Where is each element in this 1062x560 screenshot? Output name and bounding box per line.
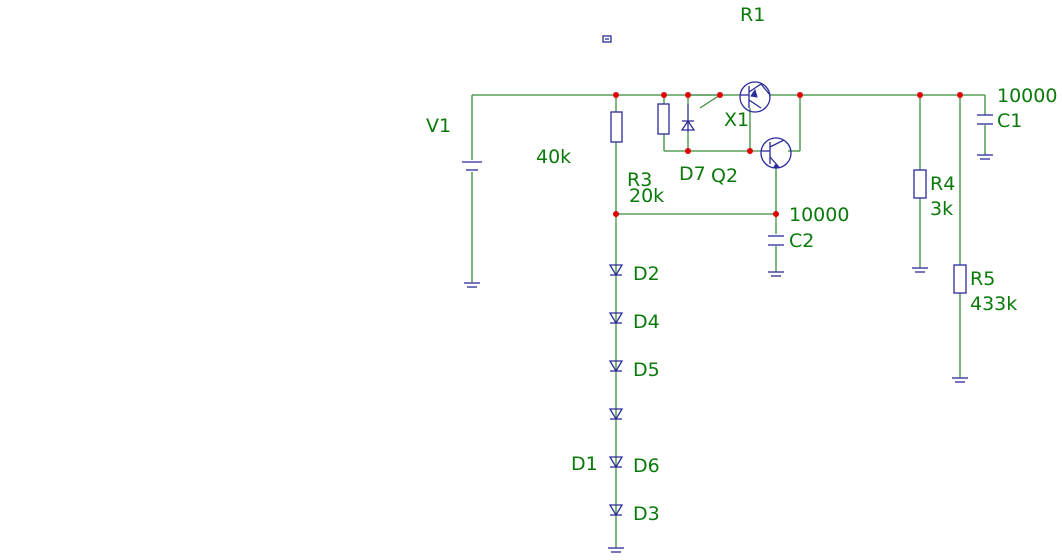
label-d3: D3 (633, 503, 660, 525)
diode-d2-symbol[interactable] (608, 264, 624, 277)
ground-c1 (977, 154, 993, 160)
label-d4: D4 (633, 311, 660, 333)
transistor-q2-symbol[interactable] (760, 137, 792, 169)
label-r3: R3 (627, 169, 652, 191)
label-c2-value: 10000 (789, 204, 849, 226)
ground-symbols (464, 154, 993, 553)
label-v1: V1 (426, 115, 451, 137)
label-d5: D5 (633, 359, 660, 381)
label-d6: D6 (633, 455, 660, 477)
label-r4-value: 3k (930, 198, 953, 220)
diode-d5-symbol[interactable] (608, 360, 624, 373)
diode-d4-symbol[interactable] (608, 312, 624, 325)
label-r5-value: 433k (970, 293, 1017, 315)
label-c1-value: 10000 (997, 85, 1057, 107)
resistor-r4-symbol[interactable] (913, 169, 927, 199)
label-r4: R4 (930, 173, 955, 195)
label-d7: D7 (679, 163, 706, 185)
label-r3-value: 20k (629, 185, 664, 207)
label-r5: R5 (970, 268, 995, 290)
resistor-r5-symbol[interactable] (953, 264, 967, 294)
capacitor-c1-symbol[interactable] (977, 114, 993, 125)
label-d2: D2 (633, 263, 660, 285)
label-d1: D1 (571, 453, 598, 475)
diode-d3-symbol[interactable] (608, 504, 624, 517)
diode-d6-symbol[interactable] (608, 456, 624, 469)
label-q2: Q2 (711, 165, 738, 187)
junction-nodes (613, 92, 963, 217)
ground-c2 (768, 271, 784, 277)
capacitor-c2-symbol[interactable] (768, 235, 784, 246)
ground-r4 (912, 267, 928, 273)
ground-r5 (952, 377, 968, 383)
ground-v1 (464, 282, 480, 288)
diode-unlabeled-symbol[interactable] (608, 408, 624, 421)
label-c2: C2 (789, 230, 814, 252)
transistor-x1-symbol[interactable] (739, 81, 771, 113)
diode-chain (608, 264, 624, 517)
battery-v1-symbol[interactable] (462, 161, 482, 171)
resistor-r3-symbol[interactable] (657, 103, 670, 135)
component-labels: R1 V1 40k R3 20k D7 Q2 X1 10000 C1 10000… (426, 4, 1057, 525)
resistor-r1-symbol[interactable] (610, 111, 623, 143)
label-r1-value: 40k (536, 146, 571, 168)
diode-d7-symbol[interactable] (680, 104, 696, 132)
label-r1: R1 (740, 4, 765, 26)
label-x1: X1 (724, 109, 749, 131)
label-c1: C1 (997, 110, 1022, 132)
ground-diode-chain (608, 547, 624, 553)
probe-marker[interactable] (602, 35, 612, 43)
